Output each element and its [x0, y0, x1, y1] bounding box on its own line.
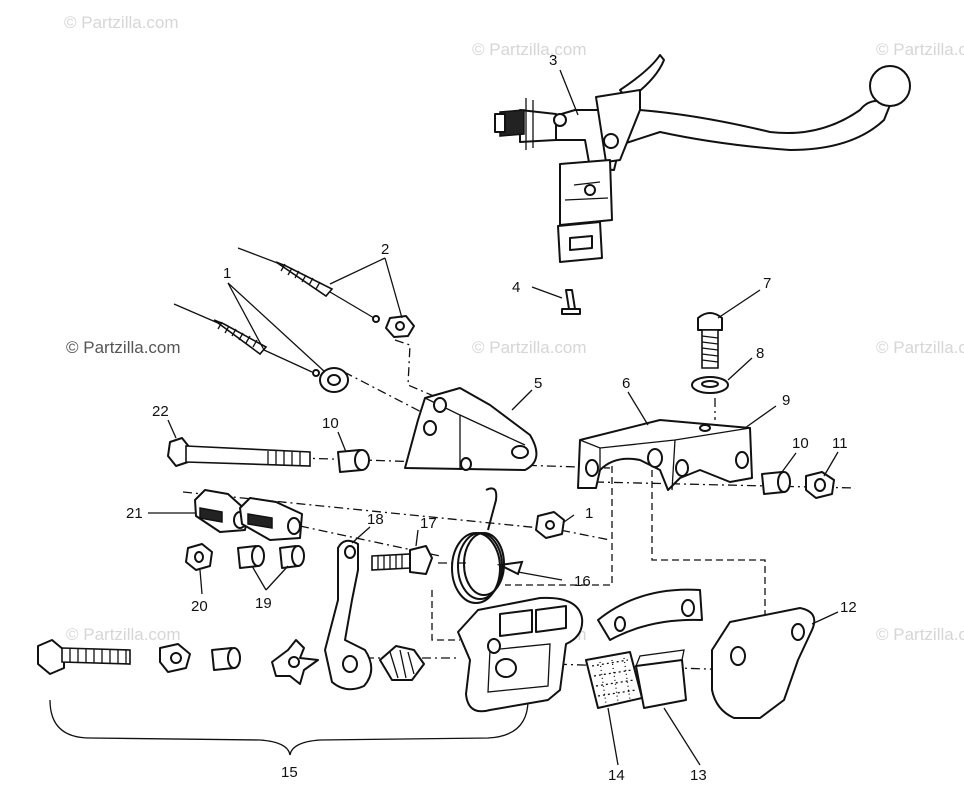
callout-13: 13 [690, 767, 707, 784]
hardware-stack-15 [37, 639, 529, 756]
watermark: © Partzilla.com [876, 338, 964, 357]
callout-1: 1 [585, 505, 593, 522]
throttle-cable-upper [237, 247, 415, 338]
callout-18: 18 [367, 511, 384, 528]
callout-1: 1 [223, 265, 231, 282]
nut-11 [805, 471, 835, 499]
callout-22: 22 [152, 403, 169, 420]
watermark: © Partzilla.com [66, 625, 181, 644]
callout-5: 5 [534, 375, 542, 392]
bracket-5 [404, 387, 538, 471]
spacer-10-left [337, 449, 370, 473]
callout-7: 7 [763, 275, 771, 292]
backing-plate-13 [635, 649, 687, 709]
callout-2: 2 [381, 241, 389, 258]
brake-pad-arc [597, 588, 703, 641]
bolt-22 [167, 437, 311, 467]
callout-15: 15 [281, 764, 298, 781]
callout-21: 21 [126, 505, 143, 522]
nut-20 [185, 543, 213, 571]
watermark: © Partzilla.com [64, 13, 179, 32]
spring-16 [451, 487, 524, 604]
watermark: © Partzilla.com [66, 338, 181, 357]
callout-9: 9 [782, 392, 790, 409]
screw-4 [561, 289, 581, 315]
watermark: © Partzilla.com [472, 338, 587, 357]
watermark: © Partzilla.com [876, 40, 964, 59]
bracket-12 [711, 607, 816, 719]
callout-20: 20 [191, 598, 208, 615]
friction-pad-14 [585, 651, 643, 709]
brake-lever-assembly [494, 54, 911, 263]
callout-10: 10 [322, 415, 339, 432]
throttle-cable-lower [173, 303, 349, 393]
callout-12: 12 [840, 599, 857, 616]
watermark: © Partzilla.com [876, 625, 964, 644]
arm-18 [324, 539, 373, 691]
caliper-body [457, 596, 584, 713]
callout-4: 4 [512, 279, 520, 296]
leader-lines [148, 69, 839, 766]
callout-19: 19 [255, 595, 272, 612]
callout-3: 3 [549, 52, 557, 69]
bushings-19 [237, 545, 305, 569]
callout-10: 10 [792, 435, 809, 452]
callout-16: 16 [574, 573, 591, 590]
bolt-17 [371, 545, 433, 575]
callout-17: 17 [420, 515, 437, 532]
bolt-7 [697, 312, 723, 369]
washer-8 [691, 376, 729, 394]
callout-14: 14 [608, 767, 625, 784]
spacer-10-right [761, 471, 791, 495]
callout-numbers: 1 1 2 3 4 5 6 7 8 9 10 10 11 12 13 14 15… [126, 52, 857, 784]
callout-11: 11 [832, 435, 848, 452]
watermark: © Partzilla.com [472, 40, 587, 59]
callout-6: 6 [622, 375, 630, 392]
cable-clamp-21 [194, 489, 303, 541]
nut-1 [535, 511, 565, 539]
callout-8: 8 [756, 345, 764, 362]
main-bracket-6 [577, 419, 753, 491]
